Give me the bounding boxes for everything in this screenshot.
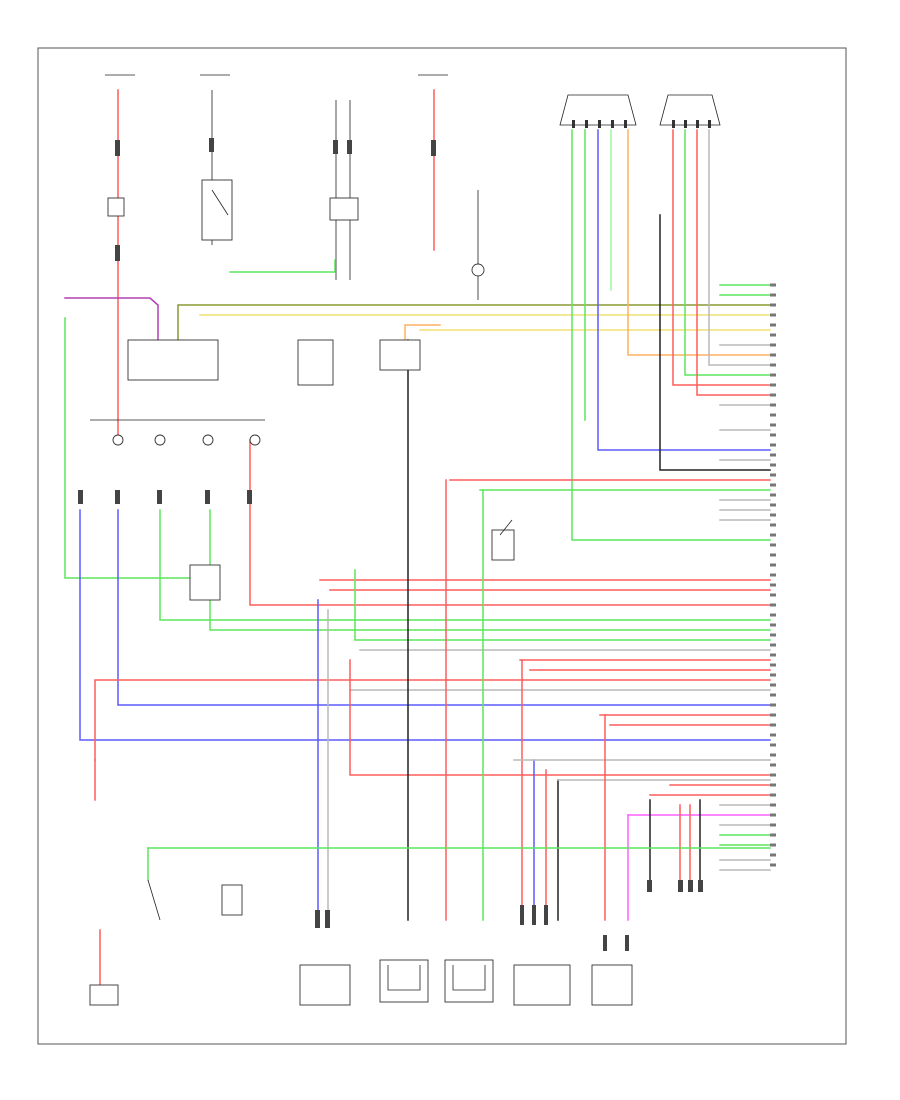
pcm-terminal xyxy=(770,333,776,337)
pcm-terminal xyxy=(770,763,776,767)
ect-sensor xyxy=(299,910,351,1006)
pcm-terminal xyxy=(770,853,776,857)
pcm-terminal xyxy=(770,393,776,397)
pcm-terminal xyxy=(770,513,776,517)
pcm-terminal xyxy=(770,773,776,777)
ground-points xyxy=(647,880,703,892)
pcm-terminal xyxy=(770,323,776,327)
fuse-block xyxy=(78,419,265,504)
pcm-terminal xyxy=(770,703,776,707)
pcm-terminal xyxy=(770,753,776,757)
pcm-terminal xyxy=(770,473,776,477)
pcm-terminal xyxy=(770,713,776,717)
power-source-top-center xyxy=(418,74,448,251)
pcm-terminal xyxy=(770,353,776,357)
pcm-terminal xyxy=(770,483,776,487)
diagram-frame xyxy=(37,47,847,1045)
power-source-top-mid xyxy=(200,74,233,245)
pcm-terminal xyxy=(770,573,776,577)
pcm-terminal xyxy=(770,533,776,537)
left-knock-sensor xyxy=(379,959,429,1003)
pcm-terminal xyxy=(770,833,776,837)
pcm-terminal xyxy=(770,633,776,637)
pcm-terminal xyxy=(770,593,776,597)
pcm-terminal xyxy=(770,453,776,457)
a-t-shift-switch xyxy=(89,879,161,1006)
pcm-terminal xyxy=(770,653,776,657)
switch-right-mid xyxy=(491,519,515,561)
pcm-terminal xyxy=(770,783,776,787)
pcm-terminal xyxy=(770,413,776,417)
right-knock-sensor xyxy=(444,959,494,1003)
pcm-terminal xyxy=(770,283,776,287)
pcm-terminal xyxy=(770,823,776,827)
pcm-terminal xyxy=(770,293,776,297)
pcm-terminal xyxy=(770,733,776,737)
pcm-terminal xyxy=(770,723,776,727)
pcm-terminal xyxy=(770,303,776,307)
pcm-terminal xyxy=(770,663,776,667)
pcm-terminal xyxy=(770,423,776,427)
pcm-terminal xyxy=(770,433,776,437)
pcm-terminal xyxy=(770,523,776,527)
power-source-top-left xyxy=(105,74,135,441)
pcm-terminal xyxy=(770,643,776,647)
pcm-terminal xyxy=(770,803,776,807)
pcm-terminal xyxy=(770,683,776,687)
pcm-module xyxy=(127,339,421,386)
camshaft-position-sensor xyxy=(591,935,633,1006)
pcm-terminal xyxy=(770,623,776,627)
pcm-terminal xyxy=(770,843,776,847)
pcm-terminal xyxy=(770,613,776,617)
pcm-terminal xyxy=(770,493,776,497)
pcm-terminal xyxy=(770,403,776,407)
pcm-terminal xyxy=(770,743,776,747)
pcm-terminal xyxy=(770,813,776,817)
pcm-terminal-strip xyxy=(770,283,776,867)
data-link-connector-2 xyxy=(659,94,721,128)
vehicle-speed-sensor xyxy=(221,884,243,916)
pcm-terminal xyxy=(770,863,776,867)
pcm-terminal xyxy=(770,443,776,447)
pcm-terminal xyxy=(770,343,776,347)
pcm-terminal xyxy=(770,603,776,607)
crankshaft-position-sensor xyxy=(513,905,571,1006)
pcm-terminal xyxy=(770,673,776,677)
pcm-terminal xyxy=(770,463,776,467)
relay-pair-top xyxy=(329,100,359,280)
relay-lower xyxy=(189,564,221,601)
pcm-terminal xyxy=(770,793,776,797)
pcm-terminal xyxy=(770,383,776,387)
pcm-terminal xyxy=(770,313,776,317)
wire-bundle xyxy=(64,129,771,991)
pcm-terminal xyxy=(770,363,776,367)
pcm-terminal xyxy=(770,553,776,557)
sensor-switch-top-right xyxy=(471,190,485,300)
pcm-terminal xyxy=(770,373,776,377)
data-link-connector-1 xyxy=(559,94,637,128)
pcm-terminal xyxy=(770,693,776,697)
pcm-terminal xyxy=(770,503,776,507)
pcm-terminal xyxy=(770,563,776,567)
pcm-terminal xyxy=(770,543,776,547)
pcm-terminal xyxy=(770,583,776,587)
